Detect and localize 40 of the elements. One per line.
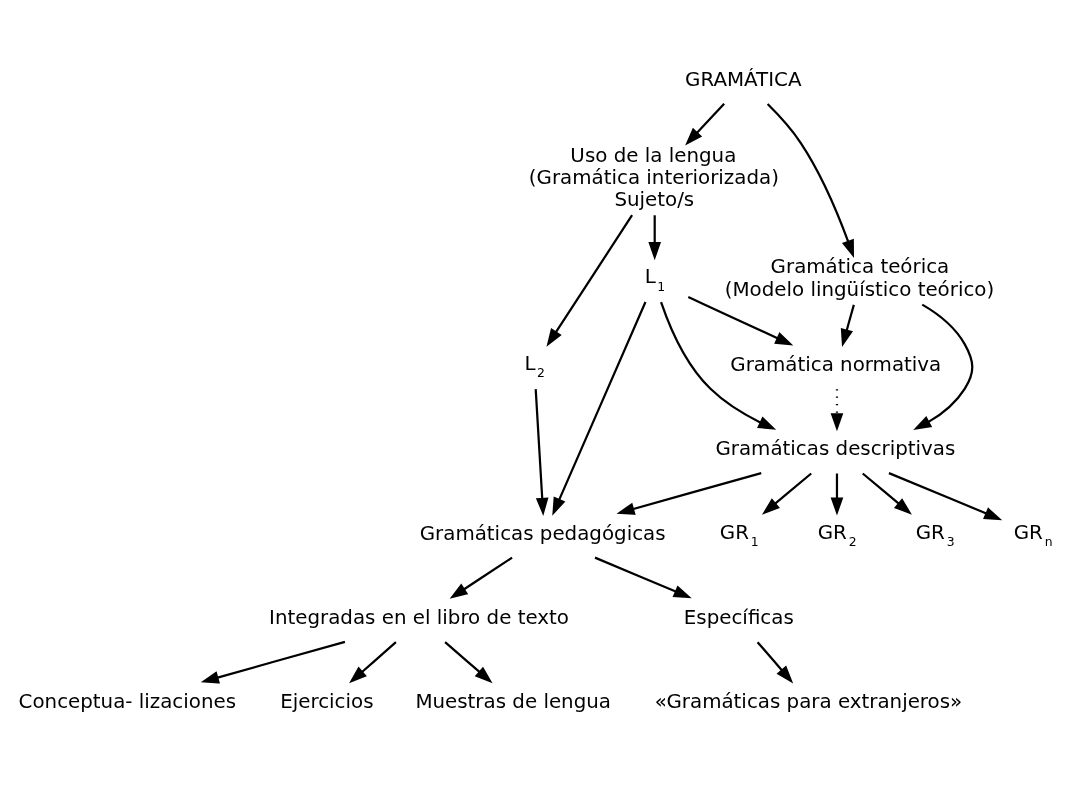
arrow: [830, 473, 844, 516]
arrow: [762, 472, 812, 515]
arrow: [766, 103, 854, 258]
node-text: L$_{2}$: [524, 351, 545, 381]
arrow: [552, 301, 647, 516]
arrow: [830, 389, 844, 432]
node-text: Gramáticas pedagógicas: [419, 521, 666, 545]
arrow: [546, 214, 633, 347]
arrow: [687, 295, 794, 346]
arrow: [660, 301, 777, 430]
node-text: Específicas: [683, 606, 794, 630]
node-text: Ejercicios: [280, 690, 374, 714]
node-text: Integradas en el libro de texto: [269, 606, 569, 630]
arrow: [840, 304, 855, 348]
node-text: «Gramáticas para extranjeros»: [654, 690, 963, 714]
node-text: GR$_{3}$: [915, 520, 955, 550]
node-text: Gramática normativa: [730, 353, 942, 377]
arrow: [349, 641, 397, 684]
node-text: GR$_{1}$: [719, 520, 759, 550]
node-text: GR$_{n}$: [1013, 520, 1053, 550]
arrow: [616, 472, 762, 515]
node-text: Gramáticas descriptivas: [715, 437, 956, 461]
node-text: GR$_{2}$: [817, 520, 857, 550]
arrow: [685, 102, 725, 146]
arrow: [756, 641, 794, 684]
arrow: [888, 472, 1003, 521]
arrow: [913, 303, 974, 430]
node-text: L$_{1}$: [644, 265, 666, 294]
arrow: [449, 556, 513, 599]
node-text: Gramática teórica (Modelo lingüístico teórico): [724, 255, 995, 301]
node-text: GRAMÁTICA: [685, 67, 802, 91]
arrow: [444, 641, 493, 684]
node-text: Conceptua- lizaciones: [18, 690, 237, 714]
arrow: [200, 640, 346, 684]
arrow: [648, 215, 662, 261]
arrow: [862, 472, 912, 515]
node-text: Muestras de lengua: [415, 690, 611, 714]
node-text: Uso de la lengua (Gramática interiorizada) Sujeto/s: [528, 143, 779, 212]
arrow: [534, 389, 549, 516]
arrow: [594, 556, 692, 599]
